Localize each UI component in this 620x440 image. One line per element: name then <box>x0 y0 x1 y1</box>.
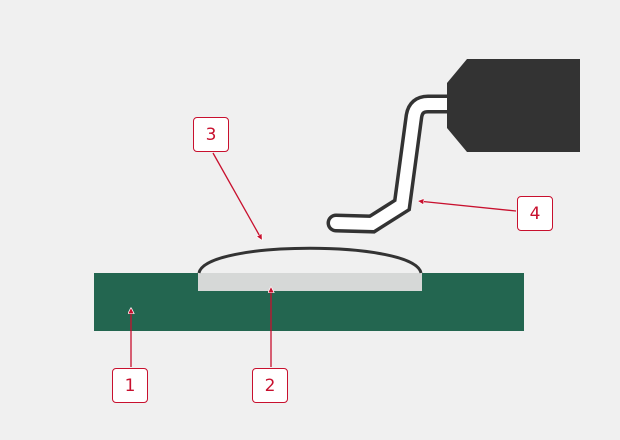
leader-lines <box>131 152 517 367</box>
solder-pad <box>198 273 422 291</box>
leader-4 <box>418 201 517 212</box>
callout-2: 2 <box>252 368 288 403</box>
iron-handle <box>447 59 580 152</box>
callout-1: 1 <box>112 368 148 403</box>
soldering-iron <box>326 59 580 234</box>
leader-3 <box>212 152 262 240</box>
callout-3: 3 <box>193 117 229 152</box>
callout-4: 4 <box>517 196 553 231</box>
solder-joint <box>197 246 423 274</box>
iron-tip <box>330 98 455 231</box>
